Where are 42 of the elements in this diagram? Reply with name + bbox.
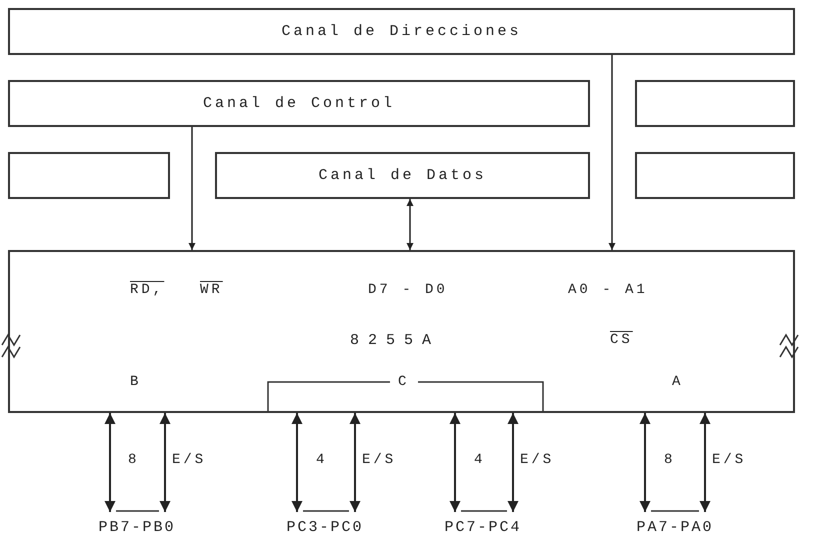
pin-label: WR <box>200 282 223 298</box>
edge-label: 4 <box>474 452 486 468</box>
arrow <box>640 413 650 512</box>
arrow <box>188 127 196 250</box>
bus-title: Canal de Control <box>202 95 396 112</box>
edge-label: E/S <box>172 452 206 468</box>
edge-label: E/S <box>712 452 746 468</box>
bus-bar <box>8 80 590 127</box>
chip-name: 8255A <box>350 332 440 349</box>
pin-label: RD, <box>130 282 164 298</box>
pin-label: CS <box>610 332 633 348</box>
arrow <box>104 413 116 512</box>
port-name: PB7-PB0 <box>98 519 176 536</box>
port-name: PA7-PA0 <box>636 519 714 536</box>
port-name: PC3-PC0 <box>286 519 364 536</box>
arrow <box>350 413 360 512</box>
edge-label: 8 <box>128 452 140 468</box>
port-group-label: C <box>398 374 410 390</box>
bus-title: Canal de Datos <box>318 167 487 184</box>
pin-label: D7 - D0 <box>368 282 448 298</box>
arrow <box>450 413 460 512</box>
port-group-label: A <box>672 374 684 390</box>
edge-label: 4 <box>316 452 328 468</box>
port-name: PC7-PC4 <box>444 519 522 536</box>
arrow <box>608 55 616 250</box>
edge-label: E/S <box>520 452 554 468</box>
chip-box <box>8 250 795 413</box>
edge-label: 8 <box>664 452 676 468</box>
arrow <box>292 413 302 512</box>
bus-bar <box>215 152 590 199</box>
bus-title: Canal de Direcciones <box>281 23 522 40</box>
arrow <box>406 199 414 250</box>
port-group-label: B <box>130 374 142 390</box>
arrow <box>160 413 170 512</box>
bus-bar <box>635 80 795 127</box>
arrow <box>508 413 518 512</box>
bus-bar <box>8 152 170 199</box>
pin-label: A0 - A1 <box>568 282 648 298</box>
arrow <box>700 413 710 512</box>
edge-label: E/S <box>362 452 396 468</box>
bus-bar <box>8 8 795 55</box>
bus-bar <box>635 152 795 199</box>
